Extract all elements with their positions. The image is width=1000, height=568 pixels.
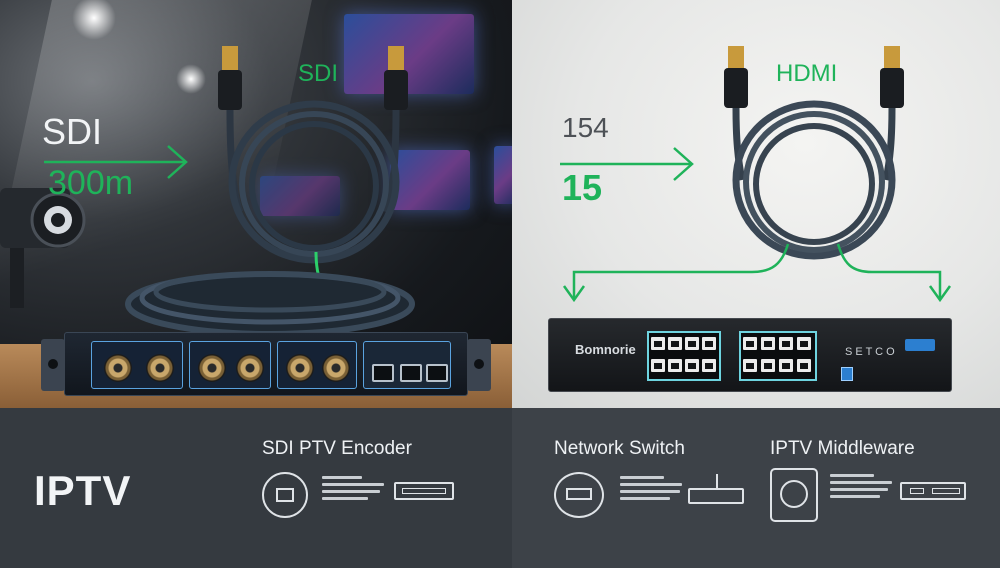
- ethernet-port-icon: [702, 359, 716, 372]
- broadcast-camera-icon: [0, 188, 86, 308]
- middleware-spec-lines: [830, 474, 892, 502]
- ethernet-port-icon: [426, 364, 448, 382]
- ethernet-port-icon: [743, 359, 757, 372]
- arrow-right-icon: [560, 147, 694, 181]
- middleware-rack-icon: [900, 482, 966, 500]
- bnc-port-icon: [198, 354, 226, 382]
- bnc-port-icon: [104, 354, 132, 382]
- ethernet-port-icon: [797, 337, 811, 350]
- backdrop-monitor: [494, 146, 512, 204]
- cable-label-sdi: SDI: [298, 60, 339, 87]
- sdi-big-label: SDI: [42, 111, 103, 152]
- switch-spec-lines: [620, 476, 682, 504]
- switch-device-icon: [554, 472, 604, 518]
- bottom-strip-left: IPTV SDI PTV Encoder: [0, 408, 512, 568]
- ethernet-port-icon: [685, 359, 699, 372]
- bottom-strip-right: Network Switch IPTV Middleware: [512, 408, 1000, 568]
- ethernet-port-icon: [651, 337, 665, 350]
- switch-brand-label: Bomnorie: [575, 342, 636, 357]
- network-switch-rack: Bomnorie S E T C O: [548, 318, 952, 392]
- coiled-hdmi-cable-icon: [562, 46, 952, 303]
- rack-ear: [41, 339, 65, 391]
- ethernet-port-icon: [779, 337, 793, 350]
- bnc-port-group: [189, 341, 271, 389]
- switch-title: Network Switch: [554, 438, 685, 459]
- hdmi-network-panel: 154 15 HDMI Bomnorie: [512, 0, 1000, 408]
- switch-side-text: S E T C O: [845, 346, 895, 358]
- encoder-rack-icon: [394, 482, 454, 500]
- bnc-port-icon: [322, 354, 350, 382]
- middleware-server-icon: [770, 468, 818, 522]
- switch-rack-icon: [688, 474, 744, 504]
- port-block: [739, 331, 817, 381]
- rack-ear: [467, 339, 491, 391]
- big-number-label: 15: [562, 167, 603, 208]
- coiled-sdi-cable-icon: [125, 46, 415, 337]
- ethernet-port-icon: [372, 364, 394, 382]
- small-number-label: 154: [562, 112, 609, 143]
- ethernet-port-icon: [761, 337, 775, 350]
- studio-light: [176, 64, 206, 94]
- ethernet-port-icon: [761, 359, 775, 372]
- middleware-title: IPTV Middleware: [770, 438, 915, 459]
- status-led-panel: [905, 339, 935, 351]
- sfp-port-icon: [841, 367, 853, 381]
- bnc-port-icon: [146, 354, 174, 382]
- studio-light: [72, 0, 116, 40]
- ethernet-port-icon: [797, 359, 811, 372]
- bnc-port-icon: [236, 354, 264, 382]
- encoder-device-icon: [262, 472, 308, 518]
- sdi-studio-panel: SDI 300m SDI: [0, 0, 512, 408]
- cable-label-hdmi: HDMI: [776, 60, 838, 87]
- port-block: [647, 331, 721, 381]
- bnc-port-group: [277, 341, 357, 389]
- network-port-group: [363, 341, 451, 389]
- bnc-port-icon: [286, 354, 314, 382]
- backdrop-monitor: [260, 176, 340, 216]
- ethernet-port-icon: [779, 359, 793, 372]
- iptv-logo: IPTV: [34, 467, 132, 514]
- backdrop-monitor: [344, 14, 474, 94]
- distance-label: 300m: [48, 164, 134, 202]
- ethernet-port-icon: [702, 337, 716, 350]
- ethernet-port-icon: [668, 359, 682, 372]
- backdrop-monitor: [390, 150, 470, 210]
- sdi-encoder-rack: [41, 332, 491, 396]
- arrow-right-icon: [44, 145, 188, 179]
- ethernet-port-icon: [685, 337, 699, 350]
- ethernet-port-icon: [743, 337, 757, 350]
- encoder-spec-lines: [322, 476, 384, 504]
- ethernet-port-icon: [651, 359, 665, 372]
- bnc-port-group: [91, 341, 183, 389]
- encoder-title: SDI PTV Encoder: [262, 438, 412, 459]
- ethernet-port-icon: [400, 364, 422, 382]
- ethernet-port-icon: [668, 337, 682, 350]
